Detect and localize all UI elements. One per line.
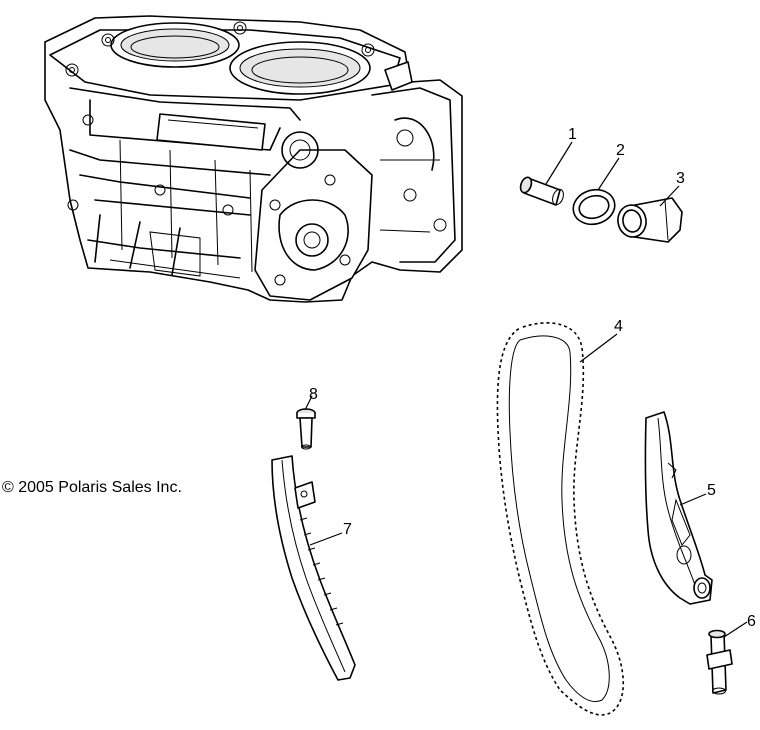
part-4-timing-chain: [495, 320, 626, 717]
leader-lines: [304, 141, 748, 638]
part-7-chain-guide: [271, 455, 356, 681]
part-1-sleeve: [519, 176, 564, 206]
part-6-pivot-bolt: [706, 629, 733, 695]
copyright-text: © 2005 Polaris Sales Inc.: [2, 479, 182, 496]
callout-4: 4: [614, 318, 623, 335]
part-8-guide-bolt: [296, 408, 316, 450]
callout-8: 8: [309, 386, 318, 403]
callout-6: 6: [747, 613, 756, 630]
callout-3: 3: [676, 170, 685, 187]
callout-2: 2: [616, 142, 625, 159]
part-2-o-ring: [572, 188, 616, 226]
crankcase-block: [44, 15, 463, 303]
callout-labels: 1 2 3 4 5 6 7 8: [309, 126, 756, 630]
callout-1: 1: [568, 126, 577, 143]
part-5-tensioner-guide: [644, 411, 713, 605]
callout-5: 5: [707, 482, 716, 499]
callout-7: 7: [343, 521, 352, 538]
part-3-fitting: [617, 197, 683, 243]
